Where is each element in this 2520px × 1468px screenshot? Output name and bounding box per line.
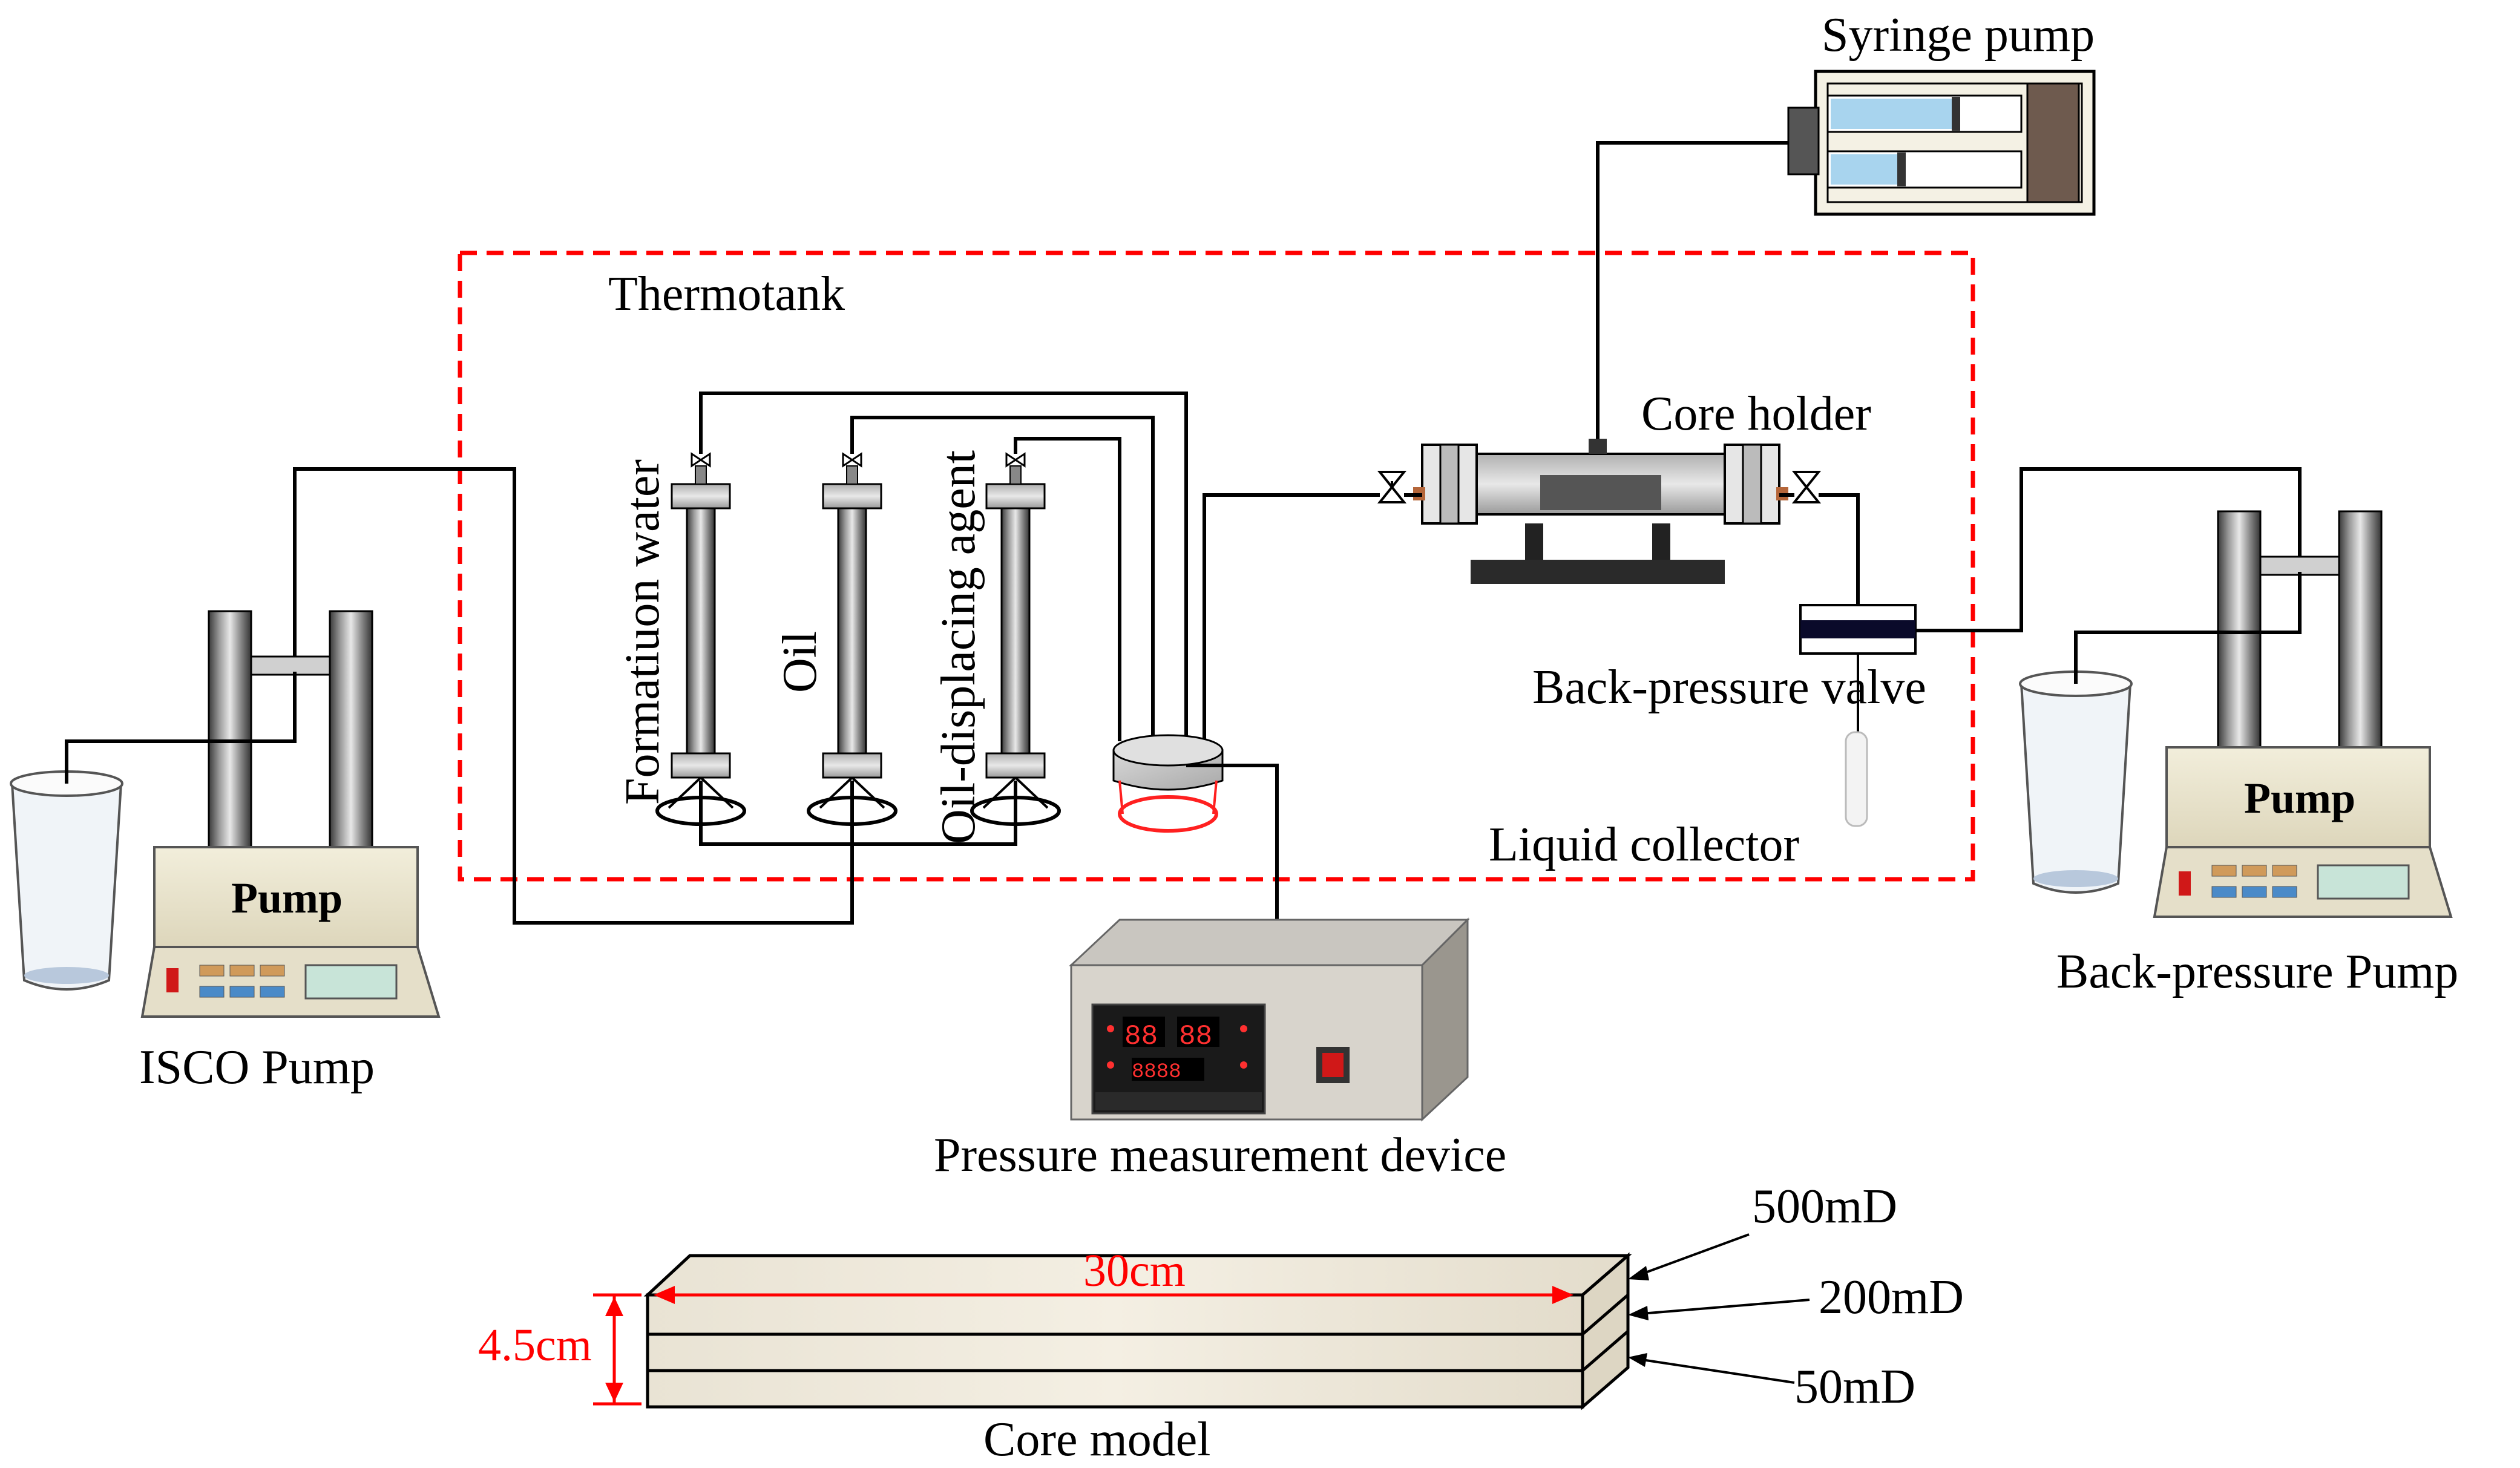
valve-icon <box>1377 471 1407 503</box>
container-oil-displacing-agent <box>970 465 1061 826</box>
back-pressure-valve-label: Back-pressure valve <box>1532 661 1926 714</box>
pipe-hub-to-core <box>1203 493 1380 741</box>
pressure-measurement-device: 88 88 8888 <box>1069 917 1470 1122</box>
back-pressure-pump-label: Back-pressure Pump <box>2056 945 2458 998</box>
core-height-label: 4.5cm <box>478 1320 592 1371</box>
core-model-label: Core model <box>983 1413 1210 1466</box>
layer-label-200md: 200mD <box>1819 1271 1964 1324</box>
pressure-device-label: Pressure measurement device <box>934 1129 1506 1182</box>
valve-icon <box>1791 471 1822 503</box>
layer-pointers <box>1628 1233 1810 1384</box>
thermotank-label: Thermotank <box>608 267 845 321</box>
display-digits-1: 88 <box>1124 1021 1158 1052</box>
core-holder <box>1413 439 1788 584</box>
display-digits-2: 88 <box>1179 1021 1212 1052</box>
container-formation-water <box>655 465 746 826</box>
pipe-agent-top <box>1014 437 1121 741</box>
valve-icon <box>691 452 1026 468</box>
pressure-sensor-hub <box>1112 734 1224 833</box>
syringe-pump <box>1787 70 2096 216</box>
back-pressure-pump <box>2019 510 2453 918</box>
core-holder-label: Core holder <box>1641 387 1871 441</box>
syringe-pump-label: Syringe pump <box>1822 8 2095 62</box>
pipe-beaker-to-bp-pump <box>2074 572 2302 684</box>
pipe-oil-top <box>850 416 1155 741</box>
pipe-beaker-to-isco <box>65 672 297 784</box>
pipe-core-to-bpv <box>1779 493 1860 605</box>
container-oil <box>807 465 897 826</box>
pipe-bpv-to-bp-pump <box>1915 467 2302 632</box>
height-dimension-arrow <box>593 1293 641 1406</box>
core-model <box>643 1252 1632 1411</box>
core-length-label: 30cm <box>1083 1245 1186 1296</box>
liquid-collector <box>1845 731 1868 827</box>
pipe-syringe-to-core <box>1596 141 1788 439</box>
length-dimension-arrow <box>654 1286 1573 1304</box>
oil-displacing-agent-label: Oil-displacing agent <box>932 450 985 844</box>
liquid-collector-label: Liquid collector <box>1489 818 1799 871</box>
pipe-container-bottom <box>293 467 1017 925</box>
display-digits-3: 8888 <box>1132 1061 1181 1084</box>
isco-pump-label: ISCO Pump <box>139 1041 375 1094</box>
thermotank-border <box>458 251 1975 882</box>
isco-pump-word: Pump <box>231 874 343 922</box>
pipe-water-top <box>699 392 1188 741</box>
back-pressure-pump-word: Pump <box>2244 774 2355 822</box>
layer-label-50md: 50mD <box>1794 1360 1915 1414</box>
oil-label: Oil <box>773 631 827 693</box>
pipe-hub-to-device <box>1186 764 1279 920</box>
formation-water-label: Formatiuon water <box>616 459 669 805</box>
isco-pump <box>10 610 441 1018</box>
layer-label-500md: 500mD <box>1752 1180 1897 1233</box>
